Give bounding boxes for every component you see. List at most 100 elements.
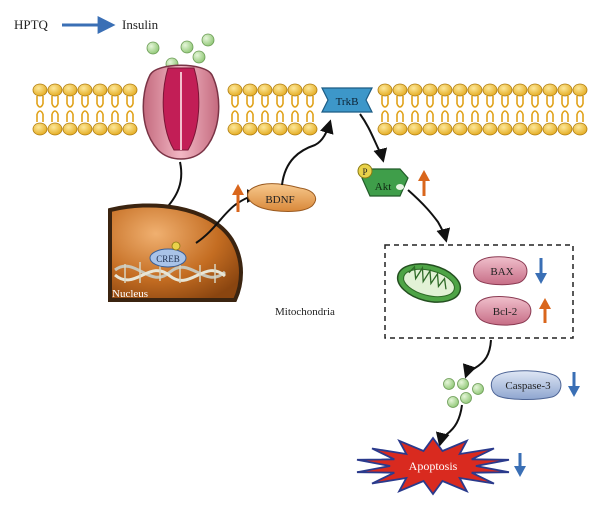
lipid-tail — [306, 103, 314, 115]
lipid-head — [392, 83, 408, 97]
bax-label: BAX — [490, 266, 513, 278]
legend-to-label: Insulin — [122, 17, 159, 32]
mitochondria-label: Mitochondria — [275, 306, 335, 318]
lipid-tail — [501, 96, 509, 122]
lipid-tail — [231, 103, 239, 115]
bcl2-protein: Bcl-2 — [475, 296, 532, 326]
lipid-head — [437, 83, 453, 97]
legend: HPTQ Insulin — [14, 16, 159, 34]
lipid-tail — [576, 96, 584, 122]
lipid-head — [422, 83, 438, 97]
lipid-head — [542, 122, 558, 136]
lipid-head — [77, 83, 93, 97]
lipid-tail — [81, 96, 89, 122]
lipid-tail — [36, 103, 44, 115]
lipid-tail — [531, 96, 539, 122]
lipid-tail — [471, 103, 479, 115]
bdnf-protein: BDNF — [247, 183, 316, 212]
lipid-tail — [36, 96, 44, 122]
arrow-trkb-to-akt — [359, 113, 388, 163]
lipid-head — [437, 122, 453, 136]
lipid-head — [77, 122, 93, 136]
lipid-head — [527, 83, 543, 97]
lipid-tail — [441, 103, 449, 115]
lipid-head — [242, 83, 258, 97]
lipid-head — [257, 122, 273, 136]
lipid-head — [47, 83, 63, 97]
lipid-tail — [276, 103, 284, 115]
creb-label: CREB — [156, 254, 180, 264]
lipid-head — [527, 122, 543, 136]
lipid-head — [407, 122, 423, 136]
lipid-head — [272, 122, 288, 136]
legend-from-label: HPTQ — [14, 17, 49, 32]
bdnf-up-arrow-icon — [232, 184, 244, 212]
lipid-head — [467, 83, 483, 97]
factor-dot — [443, 378, 455, 390]
lipid-tail — [261, 103, 269, 115]
factor-dot — [457, 378, 469, 390]
arrow-akt-to-mitochondria — [407, 189, 451, 243]
lipid-head — [497, 122, 513, 136]
lipid-tail — [486, 96, 494, 122]
lipid-tail — [486, 103, 494, 115]
lipid-tail — [111, 103, 119, 115]
creb-protein — [149, 248, 187, 268]
lipid-tail — [246, 96, 254, 122]
lipid-head — [47, 122, 63, 136]
insulin-dot — [146, 41, 160, 55]
lipid-tail — [66, 103, 74, 115]
bcl2-up-arrow-icon — [539, 298, 551, 323]
insulin-molecules-top — [146, 33, 215, 71]
apoptosis-burst: Apoptosis — [356, 436, 510, 496]
akt-protein: Akt P — [357, 163, 409, 197]
lipid-head — [122, 122, 138, 136]
akt-phospho-icon — [357, 163, 373, 179]
lipid-tail — [546, 96, 554, 122]
lipid-tail — [576, 103, 584, 115]
bcl2-label: Bcl-2 — [493, 306, 517, 318]
lipid-head — [92, 83, 108, 97]
lipid-tail — [51, 96, 59, 122]
lipid-head — [452, 122, 468, 136]
lipid-tail — [306, 96, 314, 122]
lipid-head — [227, 83, 243, 97]
lipid-tail — [396, 103, 404, 115]
insulin-dot — [201, 33, 215, 47]
lipid-head — [497, 83, 513, 97]
bax-protein: BAX — [473, 256, 528, 286]
akt-phospho-label: P — [362, 167, 367, 177]
lipid-tail — [546, 103, 554, 115]
lipid-head — [482, 122, 498, 136]
factor-dot — [447, 396, 459, 408]
lipid-tail — [381, 96, 389, 122]
lipid-tail — [471, 96, 479, 122]
lipid-tail — [66, 96, 74, 122]
lipid-tail — [456, 96, 464, 122]
lipid-tail — [381, 103, 389, 115]
lipid-tail — [111, 96, 119, 122]
lipid-head — [287, 83, 303, 97]
insulin-dot — [180, 40, 194, 54]
lipid-head — [422, 122, 438, 136]
lipid-tail — [276, 96, 284, 122]
cell-membrane — [32, 83, 588, 136]
lipid-head — [377, 122, 393, 136]
lipid-head — [32, 83, 48, 97]
akt-highlight — [396, 184, 404, 190]
lipid-head — [572, 83, 588, 97]
lipid-tail — [411, 103, 419, 115]
arrow-bdnf-to-trkb — [281, 119, 334, 186]
lipid-head — [557, 122, 573, 136]
lipid-tail — [261, 96, 269, 122]
mitochondria-box — [384, 244, 574, 339]
lipid-head — [512, 122, 528, 136]
lipid-head — [557, 83, 573, 97]
trkb-label: TrkB — [336, 96, 359, 108]
lipid-tail — [81, 103, 89, 115]
lipid-tail — [51, 103, 59, 115]
lipid-head — [302, 122, 318, 136]
lipid-tail — [291, 103, 299, 115]
lipid-head — [542, 83, 558, 97]
